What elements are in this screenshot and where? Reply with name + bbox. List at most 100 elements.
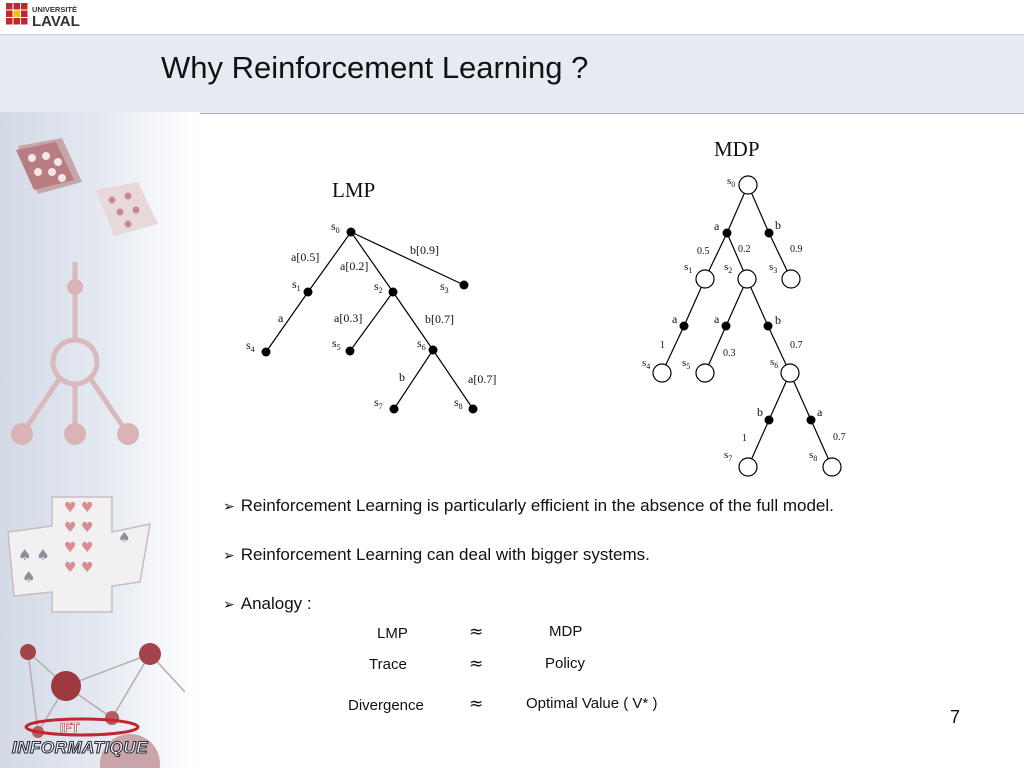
approx-symbol: ≈ <box>469 694 484 714</box>
bullet-text: Reinforcement Learning is particularly e… <box>240 496 834 515</box>
lmp-edge-label-s1-s4: a <box>278 311 284 325</box>
bullet-text: Reinforcement Learning can deal with big… <box>240 545 650 564</box>
mdp-node-s1 <box>695 269 715 289</box>
mdp-node-s4 <box>652 363 672 383</box>
lmp-tree-diagram: LMP s0 s1 s2 s3 s4 s <box>246 178 496 414</box>
mdp-label-s7: s7 <box>724 449 732 463</box>
mdp-prob-s3: 0.9 <box>790 244 803 255</box>
mdp-label-s0: s0 <box>727 175 735 189</box>
slide-title: Why Reinforcement Learning ? <box>161 50 589 85</box>
lmp-edge-label-s2-s5: a[0.3] <box>334 311 362 325</box>
mdp-action-node-s0-b <box>764 228 774 238</box>
analogy-right-mdp: MDP <box>549 623 583 640</box>
network-nodes-icon <box>11 279 139 445</box>
lmp-label-s2: s2 <box>374 279 383 295</box>
lmp-edge-label-s6-s7: b <box>399 370 405 384</box>
lmp-edges <box>265 231 474 410</box>
mdp-tree-diagram: MDP <box>642 137 846 477</box>
svg-text:♠ ♠: ♠ ♠ <box>18 546 50 564</box>
mdp-action-label-s2-b: b <box>775 313 781 327</box>
mdp-prob-s5: 0.3 <box>723 348 736 359</box>
lmp-edge-s2-s5 <box>349 291 394 352</box>
analogy-right-optimal-value: Optimal Value ( V* ) <box>526 695 658 712</box>
logo-swoosh-icon <box>24 717 140 737</box>
lmp-label-s0: s0 <box>331 219 340 235</box>
lmp-node-s8 <box>468 404 478 414</box>
side-panel <box>0 112 200 768</box>
dice-icon <box>16 138 158 236</box>
lmp-edge-label-s0-s3: b[0.9] <box>410 243 439 257</box>
mdp-action-node-s2-a <box>721 321 731 331</box>
title-bar <box>0 34 1024 114</box>
lmp-node-s4 <box>261 347 271 357</box>
svg-text:♥ ♥: ♥ ♥ <box>64 520 94 536</box>
mdp-node-s6 <box>780 363 800 383</box>
lmp-label-s1: s1 <box>292 277 301 293</box>
mdp-title: MDP <box>714 137 760 161</box>
mdp-node-s2 <box>737 269 757 289</box>
lmp-state-labels: s0 s1 s2 s3 s4 s5 s6 s7 s8 <box>246 219 463 411</box>
bullet-text: Analogy : <box>240 594 312 613</box>
mdp-prob-s4: 1 <box>660 340 665 351</box>
mdp-action-node-s2-b <box>763 321 773 331</box>
page-number: 7 <box>950 707 961 727</box>
lmp-edge-label-s6-s8: a[0.7] <box>468 372 496 386</box>
department-logo-small-text: IFT <box>60 720 80 735</box>
side-decoration: ♥ ♥ ♥ ♥ ♥ ♥ ♥ ♥ ♠ ♠ ♠ ♠ <box>7 138 186 768</box>
mdp-prob-s2: 0.2 <box>738 244 751 255</box>
mdp-prob-s6: 0.7 <box>790 340 803 351</box>
svg-text:♠: ♠ <box>22 568 35 586</box>
lmp-node-s5 <box>345 346 355 356</box>
lmp-edge-s6-s8 <box>432 349 474 410</box>
lmp-edge-label-s2-s6: b[0.7] <box>425 312 454 326</box>
mdp-label-s8: s8 <box>809 449 817 463</box>
lmp-node-s3 <box>459 280 469 290</box>
mdp-action-label-s2-a: a <box>714 312 720 326</box>
svg-text:♥ ♥: ♥ ♥ <box>64 560 94 576</box>
svg-text:♥ ♥: ♥ ♥ <box>64 540 94 556</box>
lmp-label-s7: s7 <box>374 395 383 411</box>
lmp-label-s6: s6 <box>417 336 426 352</box>
mdp-state-labels: s0 s1 s2 s3 s4 s5 s6 s7 s8 <box>642 175 817 463</box>
mdp-action-label-s0-a: a <box>714 219 720 233</box>
mdp-prob-s1: 0.5 <box>697 246 710 257</box>
molecule-icon <box>20 643 186 768</box>
mdp-state-nodes <box>652 175 842 477</box>
analogy-left-divergence: Divergence <box>348 697 424 714</box>
mdp-node-s3 <box>781 269 801 289</box>
lmp-label-s5: s5 <box>332 336 341 352</box>
mdp-action-labels: a b a a b b a <box>672 218 823 419</box>
lmp-edge-s0-s3 <box>350 231 465 286</box>
lmp-title: LMP <box>332 178 375 202</box>
mdp-node-s0 <box>738 175 758 195</box>
lmp-edge-s1-s4 <box>265 291 309 353</box>
bullet-item: ➢ Analogy : <box>223 594 312 614</box>
approx-symbol: ≈ <box>469 622 484 642</box>
lmp-nodes <box>261 227 478 414</box>
mdp-label-s5: s5 <box>682 357 690 371</box>
analogy-left-trace: Trace <box>369 656 407 673</box>
lmp-node-s2 <box>388 287 398 297</box>
lmp-label-s3: s3 <box>440 279 449 295</box>
bullet-arrow-icon: ➢ <box>223 596 235 612</box>
svg-text:♠: ♠ <box>118 530 131 546</box>
mdp-action-nodes <box>679 228 816 425</box>
lmp-label-s8: s8 <box>454 395 463 411</box>
lmp-node-s1 <box>303 287 313 297</box>
lmp-edge-labels: a[0.5] a[0.2] b[0.9] a a[0.3] b[0.7] b a… <box>278 243 496 386</box>
mdp-action-label-s1-a: a <box>672 312 678 326</box>
mdp-label-s1: s1 <box>684 261 692 275</box>
approx-symbol: ≈ <box>469 654 484 674</box>
logo-crest-icon <box>6 3 28 25</box>
lmp-edge-label-s0-s2: a[0.2] <box>340 259 368 273</box>
university-logo: UNIVERSITÉ LAVAL <box>6 3 80 30</box>
mdp-label-s2: s2 <box>724 261 732 275</box>
department-logo-text: INFORMATIQUE <box>12 738 148 757</box>
mdp-action-node-s1-a <box>679 321 689 331</box>
mdp-probability-labels: 0.5 0.2 0.9 1 0.3 0.7 1 0.7 <box>660 244 846 444</box>
mdp-label-s6: s6 <box>770 356 778 370</box>
lmp-edge-s6-s7 <box>393 349 434 410</box>
analogy-right-policy: Policy <box>545 655 586 672</box>
mdp-node-s5 <box>695 363 715 383</box>
